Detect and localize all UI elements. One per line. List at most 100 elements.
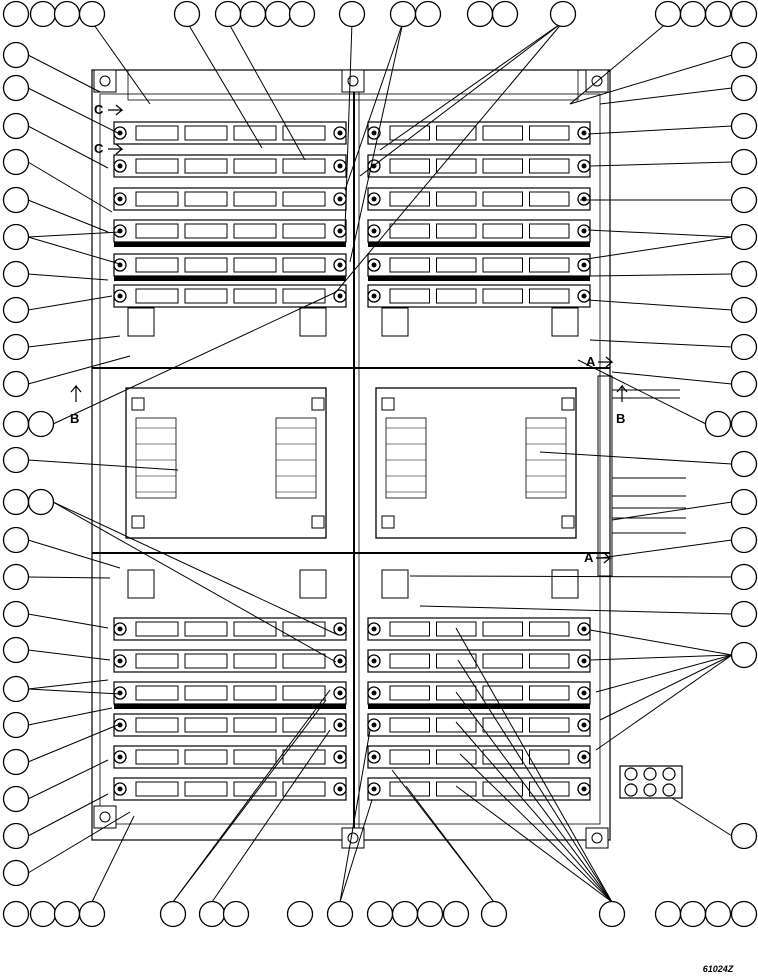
module-bolt-center [337,228,343,234]
section-label-a-bottom: A [584,550,594,565]
callout-circles [2,0,758,928]
module-cell [184,257,228,273]
leader-line [27,459,179,471]
module-bolt-center [337,130,343,136]
module-cell [233,288,277,304]
leader-line [587,299,733,311]
module-rows [113,121,591,801]
mounting-bracket [551,307,579,337]
module-cell [282,621,326,637]
leader-line [52,291,337,425]
module-cell [529,158,570,174]
module-cell [482,191,523,207]
module-cell [135,621,179,637]
callout-circle [2,785,30,813]
module-cell [135,223,179,239]
module-cell [184,749,228,765]
callout-circle [2,675,30,703]
module-bolt-center [581,130,587,136]
module-cell [233,781,277,797]
module-bolt-center [581,262,587,268]
module-row [113,284,347,308]
callout-circle [2,563,30,591]
arrow-a-bottom [596,552,612,564]
callout-circle [2,822,30,850]
module-row [113,187,347,211]
module-bolt-center [117,228,123,234]
leader-line [27,295,113,311]
module-row [113,121,347,145]
module-bolt-center [371,262,377,268]
callout-circle [679,900,707,928]
callout-circle [2,41,30,69]
leader-line [27,688,121,695]
module-bolt-center [117,658,123,664]
callout-circle [366,900,394,928]
leader-line [455,691,613,903]
module-bolt-center [337,262,343,268]
cable-bundle [597,375,686,577]
module-bolt-center [337,786,343,792]
callout-circle [198,900,226,928]
module-cell [184,158,228,174]
module-cell [135,653,179,669]
leader-line [595,654,733,751]
module-bolt-center [581,163,587,169]
leader-line [539,451,733,465]
callout-circle [730,41,758,69]
module-row [367,681,591,709]
module-row [113,681,347,709]
module-bolt-center [337,293,343,299]
module-cell [135,257,179,273]
callout-circle [730,260,758,288]
leader-line [344,21,353,231]
leader-line [409,575,733,578]
module-cell [282,158,326,174]
module-cell [389,191,430,207]
callout-circle [2,112,30,140]
module-cell [282,257,326,273]
heatsink-frame [125,387,327,539]
callout-circle [730,333,758,361]
module-cell [233,653,277,669]
module-bolt-center [371,626,377,632]
leader-line [577,359,707,425]
leader-line [27,649,111,661]
module-cell [482,223,523,239]
callout-circle [730,223,758,251]
callout-circle [2,748,30,776]
callout-circle [2,446,30,474]
callout-circle [2,333,30,361]
module-row [367,219,591,247]
module-row [367,617,591,641]
callout-circle [286,900,314,928]
leader-line [27,679,109,690]
module-cell [529,685,570,701]
module-cell [282,223,326,239]
arrow-b-left [70,384,82,402]
callout-circle [679,0,707,28]
fin-block-left [385,417,427,499]
leader-line [587,229,733,238]
leader-line [27,335,121,348]
leader-line [27,613,109,629]
callout-circle [264,0,292,28]
module-cell [436,749,477,765]
callout-circle [730,526,758,554]
callout-circle [466,0,494,28]
leader-line [339,799,373,903]
leader-line [587,125,733,135]
heatsink-bolt [131,397,145,411]
leader-line [211,729,331,903]
heatsink-section [125,387,577,539]
module-cell [184,781,228,797]
arrow-c-top [108,104,124,116]
module-cell [135,191,179,207]
callout-circle [2,296,30,324]
module-cell [184,717,228,733]
leader-lines [27,21,733,903]
heatsink-bolt [381,515,395,529]
module-cell [529,717,570,733]
module-cell [436,257,477,273]
module-cell [389,781,430,797]
